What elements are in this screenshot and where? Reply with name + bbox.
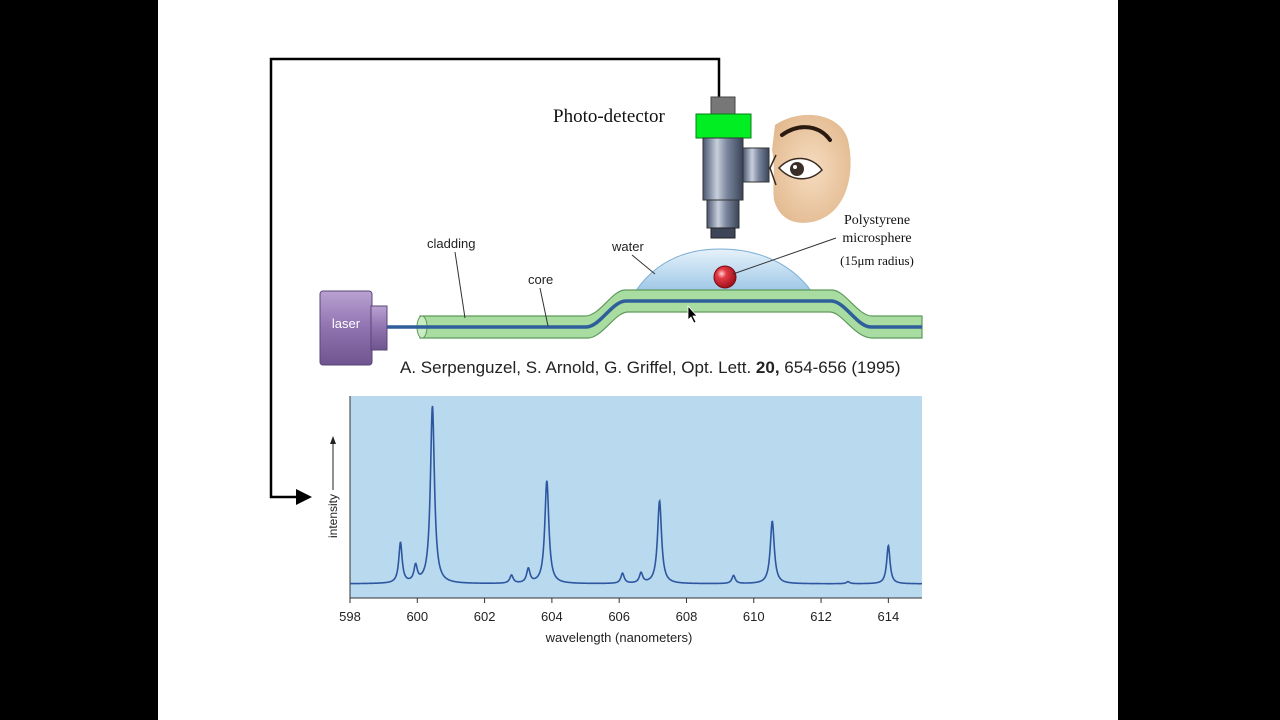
spectrum-chart: 598 600 602 604 606 608 610 612 614 wavelength (…	[326, 396, 923, 645]
citation-volume: 20,	[755, 358, 780, 377]
microsphere-label-line2: microsphere	[842, 231, 911, 246]
x-tick-label: 608	[676, 609, 698, 624]
y-axis-label: intensity	[326, 494, 340, 538]
eyepiece-arm	[742, 147, 770, 183]
water-label: water	[611, 239, 644, 254]
citation-suffix: 654-656 (1995)	[779, 358, 901, 377]
x-axis-ticks: 598 600 602 604 606 608 610 612 614	[339, 598, 899, 624]
objective-tip	[710, 227, 736, 239]
y-axis-label-group: intensity	[326, 494, 340, 538]
fiber-core	[385, 299, 922, 329]
microsphere-leader	[732, 237, 837, 275]
photo-detector-icon	[695, 113, 752, 139]
microsphere-icon	[713, 265, 737, 289]
fiber-cladding	[419, 289, 923, 339]
eye-icon	[769, 114, 851, 223]
detector-cap	[710, 96, 736, 116]
citation-text: A. Serpenguzel, S. Arnold, G. Griffel, O…	[400, 358, 901, 378]
y-axis-arrow-head	[330, 436, 336, 444]
mouse-cursor-icon	[687, 304, 698, 324]
laser-nozzle	[370, 305, 388, 351]
microscope-objective	[706, 199, 740, 229]
x-tick-label: 614	[878, 609, 900, 624]
x-tick-label: 604	[541, 609, 563, 624]
laser-label: laser	[332, 316, 361, 331]
signal-wire	[269, 57, 721, 499]
cladding-label: cladding	[427, 236, 475, 251]
x-tick-label: 612	[810, 609, 832, 624]
x-axis-label: wavelength (nanometers)	[545, 630, 693, 645]
x-tick-label: 606	[608, 609, 630, 624]
x-tick-label: 602	[474, 609, 496, 624]
x-tick-label: 610	[743, 609, 765, 624]
citation-prefix: A. Serpenguzel, S. Arnold, G. Griffel, O…	[400, 358, 756, 377]
spectrum-series-line	[350, 405, 923, 585]
microsphere-label-line1: Polystyrene	[844, 213, 910, 228]
plot-area	[350, 396, 922, 598]
slide-canvas	[158, 0, 1118, 720]
cladding-leader	[454, 251, 466, 319]
core-leader	[539, 287, 549, 327]
microsphere-label-line3: (15μm radius)	[840, 253, 914, 268]
microscope-body	[702, 137, 744, 201]
x-tick-label: 600	[406, 609, 428, 624]
signal-arrow-head	[296, 489, 312, 505]
x-tick-label: 598	[339, 609, 361, 624]
water-leader	[631, 254, 656, 275]
core-label: core	[528, 272, 553, 287]
photo-detector-label: Photo-detector	[553, 106, 666, 127]
